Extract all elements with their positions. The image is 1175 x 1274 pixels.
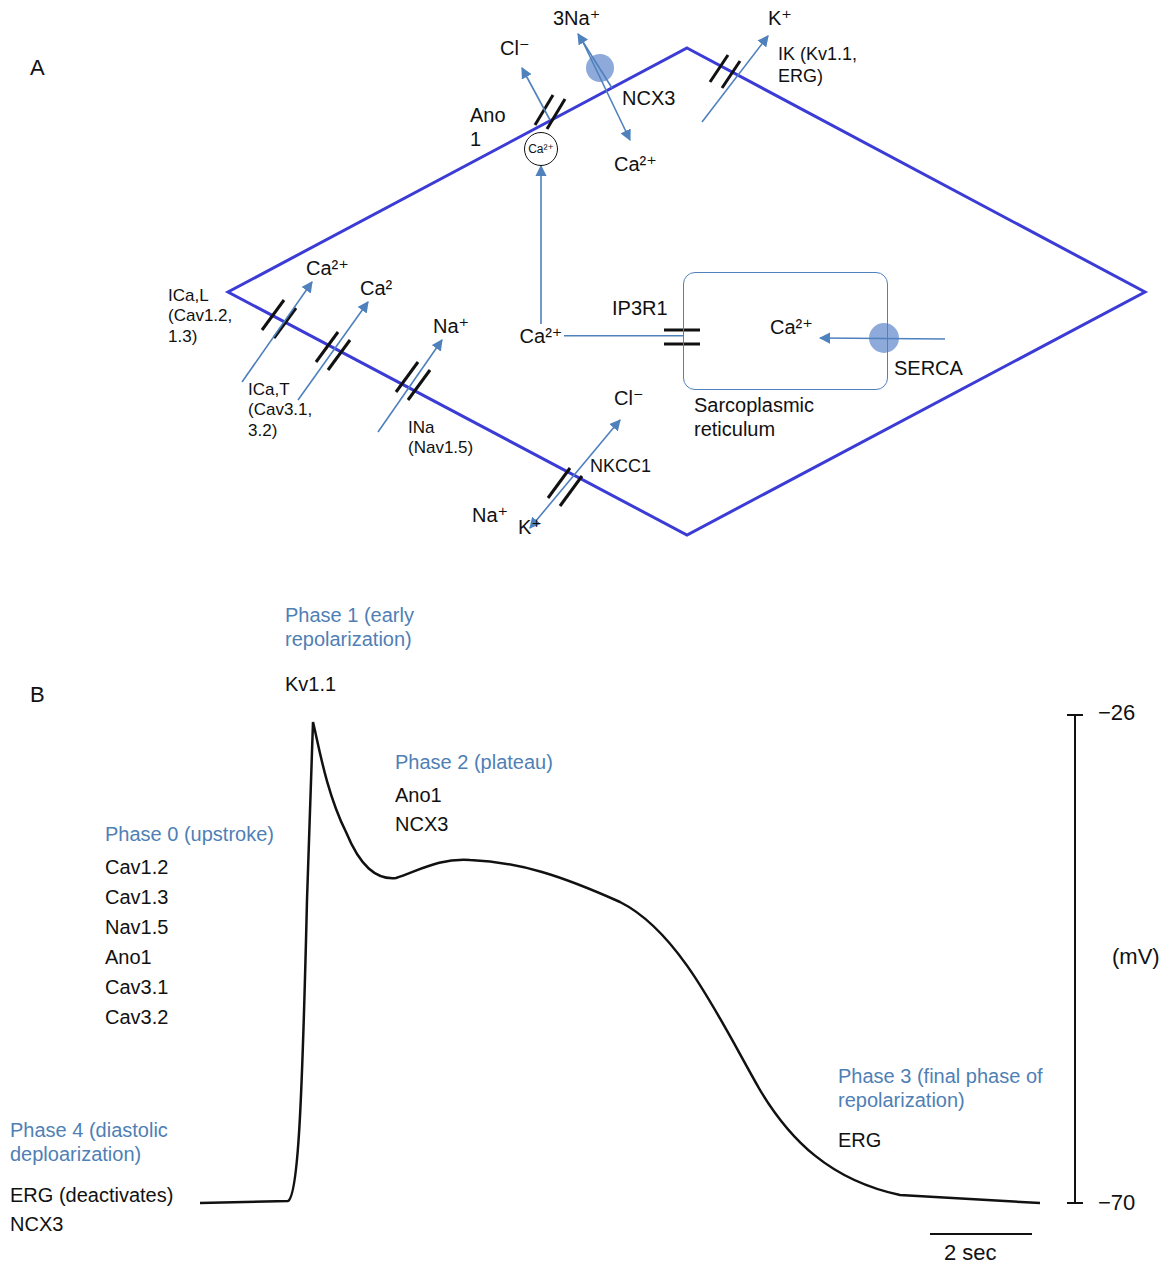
cell-outline bbox=[228, 48, 1145, 535]
text-label: ICa,T (Cav3.1, 3.2) bbox=[248, 380, 326, 441]
text-label: Na⁺ bbox=[472, 503, 508, 527]
text-label: Ca²⁺ bbox=[614, 152, 657, 176]
text-label: −26 bbox=[1098, 700, 1135, 726]
node-text: Ca²⁺ bbox=[528, 143, 554, 155]
text-label: IK (Kv1.1, ERG) bbox=[778, 44, 878, 87]
text-label: K⁺ bbox=[768, 6, 792, 30]
text-label: Ano1 bbox=[395, 783, 442, 807]
text-label: Phase 0 (upstroke) bbox=[105, 822, 274, 846]
text-label: Ano 1 bbox=[470, 103, 512, 151]
text-label: Phase 2 (plateau) bbox=[395, 750, 553, 774]
node-text: Ca²⁺ bbox=[770, 315, 813, 339]
text-label: 2 sec bbox=[944, 1240, 997, 1266]
text-label: Ca²⁺ bbox=[306, 256, 349, 280]
text-label: Nav1.5 bbox=[105, 915, 168, 939]
text-label: ICa,L (Cav1.2, 1.3) bbox=[168, 286, 246, 347]
text-label: Phase 4 (diastolic deploarization) bbox=[10, 1118, 205, 1166]
text-label: Phase 3 (final phase of repolarization) bbox=[838, 1064, 1053, 1112]
text-label: NKCC1 bbox=[590, 456, 651, 478]
text-label: B bbox=[30, 682, 45, 708]
text-label: Cav3.2 bbox=[105, 1005, 168, 1029]
text-label: IP3R1 bbox=[612, 296, 668, 320]
text-label: Cl⁻ bbox=[500, 36, 529, 60]
organelle-box: Ca²⁺Sarcoplasmic reticulum bbox=[683, 272, 888, 390]
text-label: Ano1 bbox=[105, 945, 152, 969]
text-label: Na⁺ bbox=[433, 314, 469, 338]
edge-label: Ca²⁺ bbox=[518, 324, 565, 348]
text-label: 3Na⁺ bbox=[553, 6, 600, 30]
text-label: NCX3 bbox=[395, 812, 448, 836]
text-label: Cav1.2 bbox=[105, 855, 168, 879]
text-label: ERG (deactivates) bbox=[10, 1183, 173, 1207]
text-label: (mV) bbox=[1112, 944, 1160, 970]
text-label: Phase 1 (early repolarization) bbox=[285, 603, 455, 651]
text-label: NCX3 bbox=[622, 86, 675, 110]
flux-connector bbox=[541, 166, 683, 336]
node-heading: Sarcoplasmic reticulum bbox=[694, 393, 844, 441]
text-label: SERCA bbox=[894, 356, 963, 380]
flux-arrows bbox=[242, 34, 945, 528]
text-label: K⁺ bbox=[518, 515, 542, 539]
text-label: Ca² bbox=[360, 276, 392, 300]
text-label: −70 bbox=[1098, 1190, 1135, 1216]
text-label: ERG bbox=[838, 1128, 881, 1152]
text-label: A bbox=[30, 55, 45, 81]
scale-bars bbox=[930, 715, 1083, 1234]
text-label: Cl⁻ bbox=[614, 386, 643, 410]
text-label: NCX3 bbox=[10, 1212, 63, 1236]
text-label: Cav3.1 bbox=[105, 975, 168, 999]
calcium-circle: Ca²⁺ bbox=[524, 132, 558, 166]
text-label: INa (Nav1.5) bbox=[408, 418, 484, 459]
action-potential-trace bbox=[200, 722, 1040, 1203]
text-label: Kv1.1 bbox=[285, 672, 336, 696]
text-label: Cav1.3 bbox=[105, 885, 168, 909]
channel-symbols bbox=[262, 55, 740, 506]
